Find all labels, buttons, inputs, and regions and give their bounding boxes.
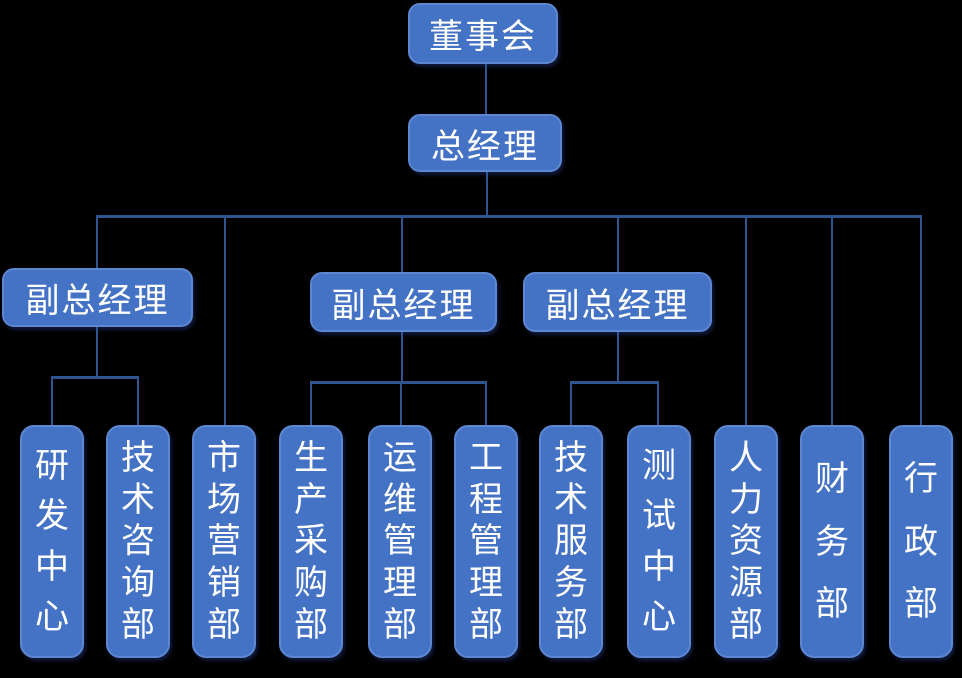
node-dept-tech-consulting: 技术咨询部 xyxy=(106,425,170,658)
connector-deputy1-stem xyxy=(96,327,98,379)
connector-deputy1-drop-2 xyxy=(137,376,139,426)
connector-drop-deputy-3 xyxy=(617,215,619,272)
node-dept-admin: 行政部 xyxy=(889,425,953,658)
node-board-of-directors: 董事会 xyxy=(408,3,558,64)
node-deputy-gm-1: 副总经理 xyxy=(2,268,193,327)
connector-drop-hr xyxy=(745,215,747,426)
node-dept-marketing: 市场营销部 xyxy=(192,425,256,658)
connector-drop-deputy-2 xyxy=(401,215,403,272)
connector-deputy2-drop-3 xyxy=(485,381,487,426)
node-dept-testing-center: 测试中心 xyxy=(627,425,691,658)
connector-deputy2-drop-2 xyxy=(400,381,402,426)
connector-drop-deputy-1 xyxy=(96,215,98,268)
connector-main-horizontal-bar xyxy=(97,215,922,218)
node-dept-hr: 人力资源部 xyxy=(714,425,778,658)
connector-gm-trunk xyxy=(486,172,488,217)
connector-deputy2-stem xyxy=(401,332,403,384)
connector-deputy3-bar xyxy=(571,381,659,384)
connector-deputy2-drop-1 xyxy=(310,381,312,426)
connector-deputy1-drop-1 xyxy=(51,376,53,426)
connector-deputy3-drop-2 xyxy=(657,381,659,427)
node-deputy-gm-2: 副总经理 xyxy=(310,272,497,332)
node-dept-finance: 财务部 xyxy=(800,425,864,658)
connector-drop-finance xyxy=(831,215,833,426)
connector-board-to-gm xyxy=(485,64,487,114)
connector-drop-marketing xyxy=(224,215,226,426)
connector-deputy1-bar xyxy=(52,376,139,379)
node-dept-engineering-mgmt: 工程管理部 xyxy=(454,425,518,658)
connector-deputy3-drop-1 xyxy=(570,381,572,427)
node-general-manager: 总经理 xyxy=(408,114,562,172)
node-deputy-gm-3: 副总经理 xyxy=(523,272,712,332)
node-dept-tech-service: 技术服务部 xyxy=(539,425,603,658)
connector-deputy2-bar xyxy=(311,381,487,384)
connector-deputy3-stem xyxy=(617,332,619,384)
connector-drop-admin xyxy=(920,215,922,425)
node-dept-rd-center: 研发中心 xyxy=(20,425,84,658)
node-dept-ops-maintenance: 运维管理部 xyxy=(368,425,432,658)
node-dept-production-procurement: 生产采购部 xyxy=(279,425,343,658)
